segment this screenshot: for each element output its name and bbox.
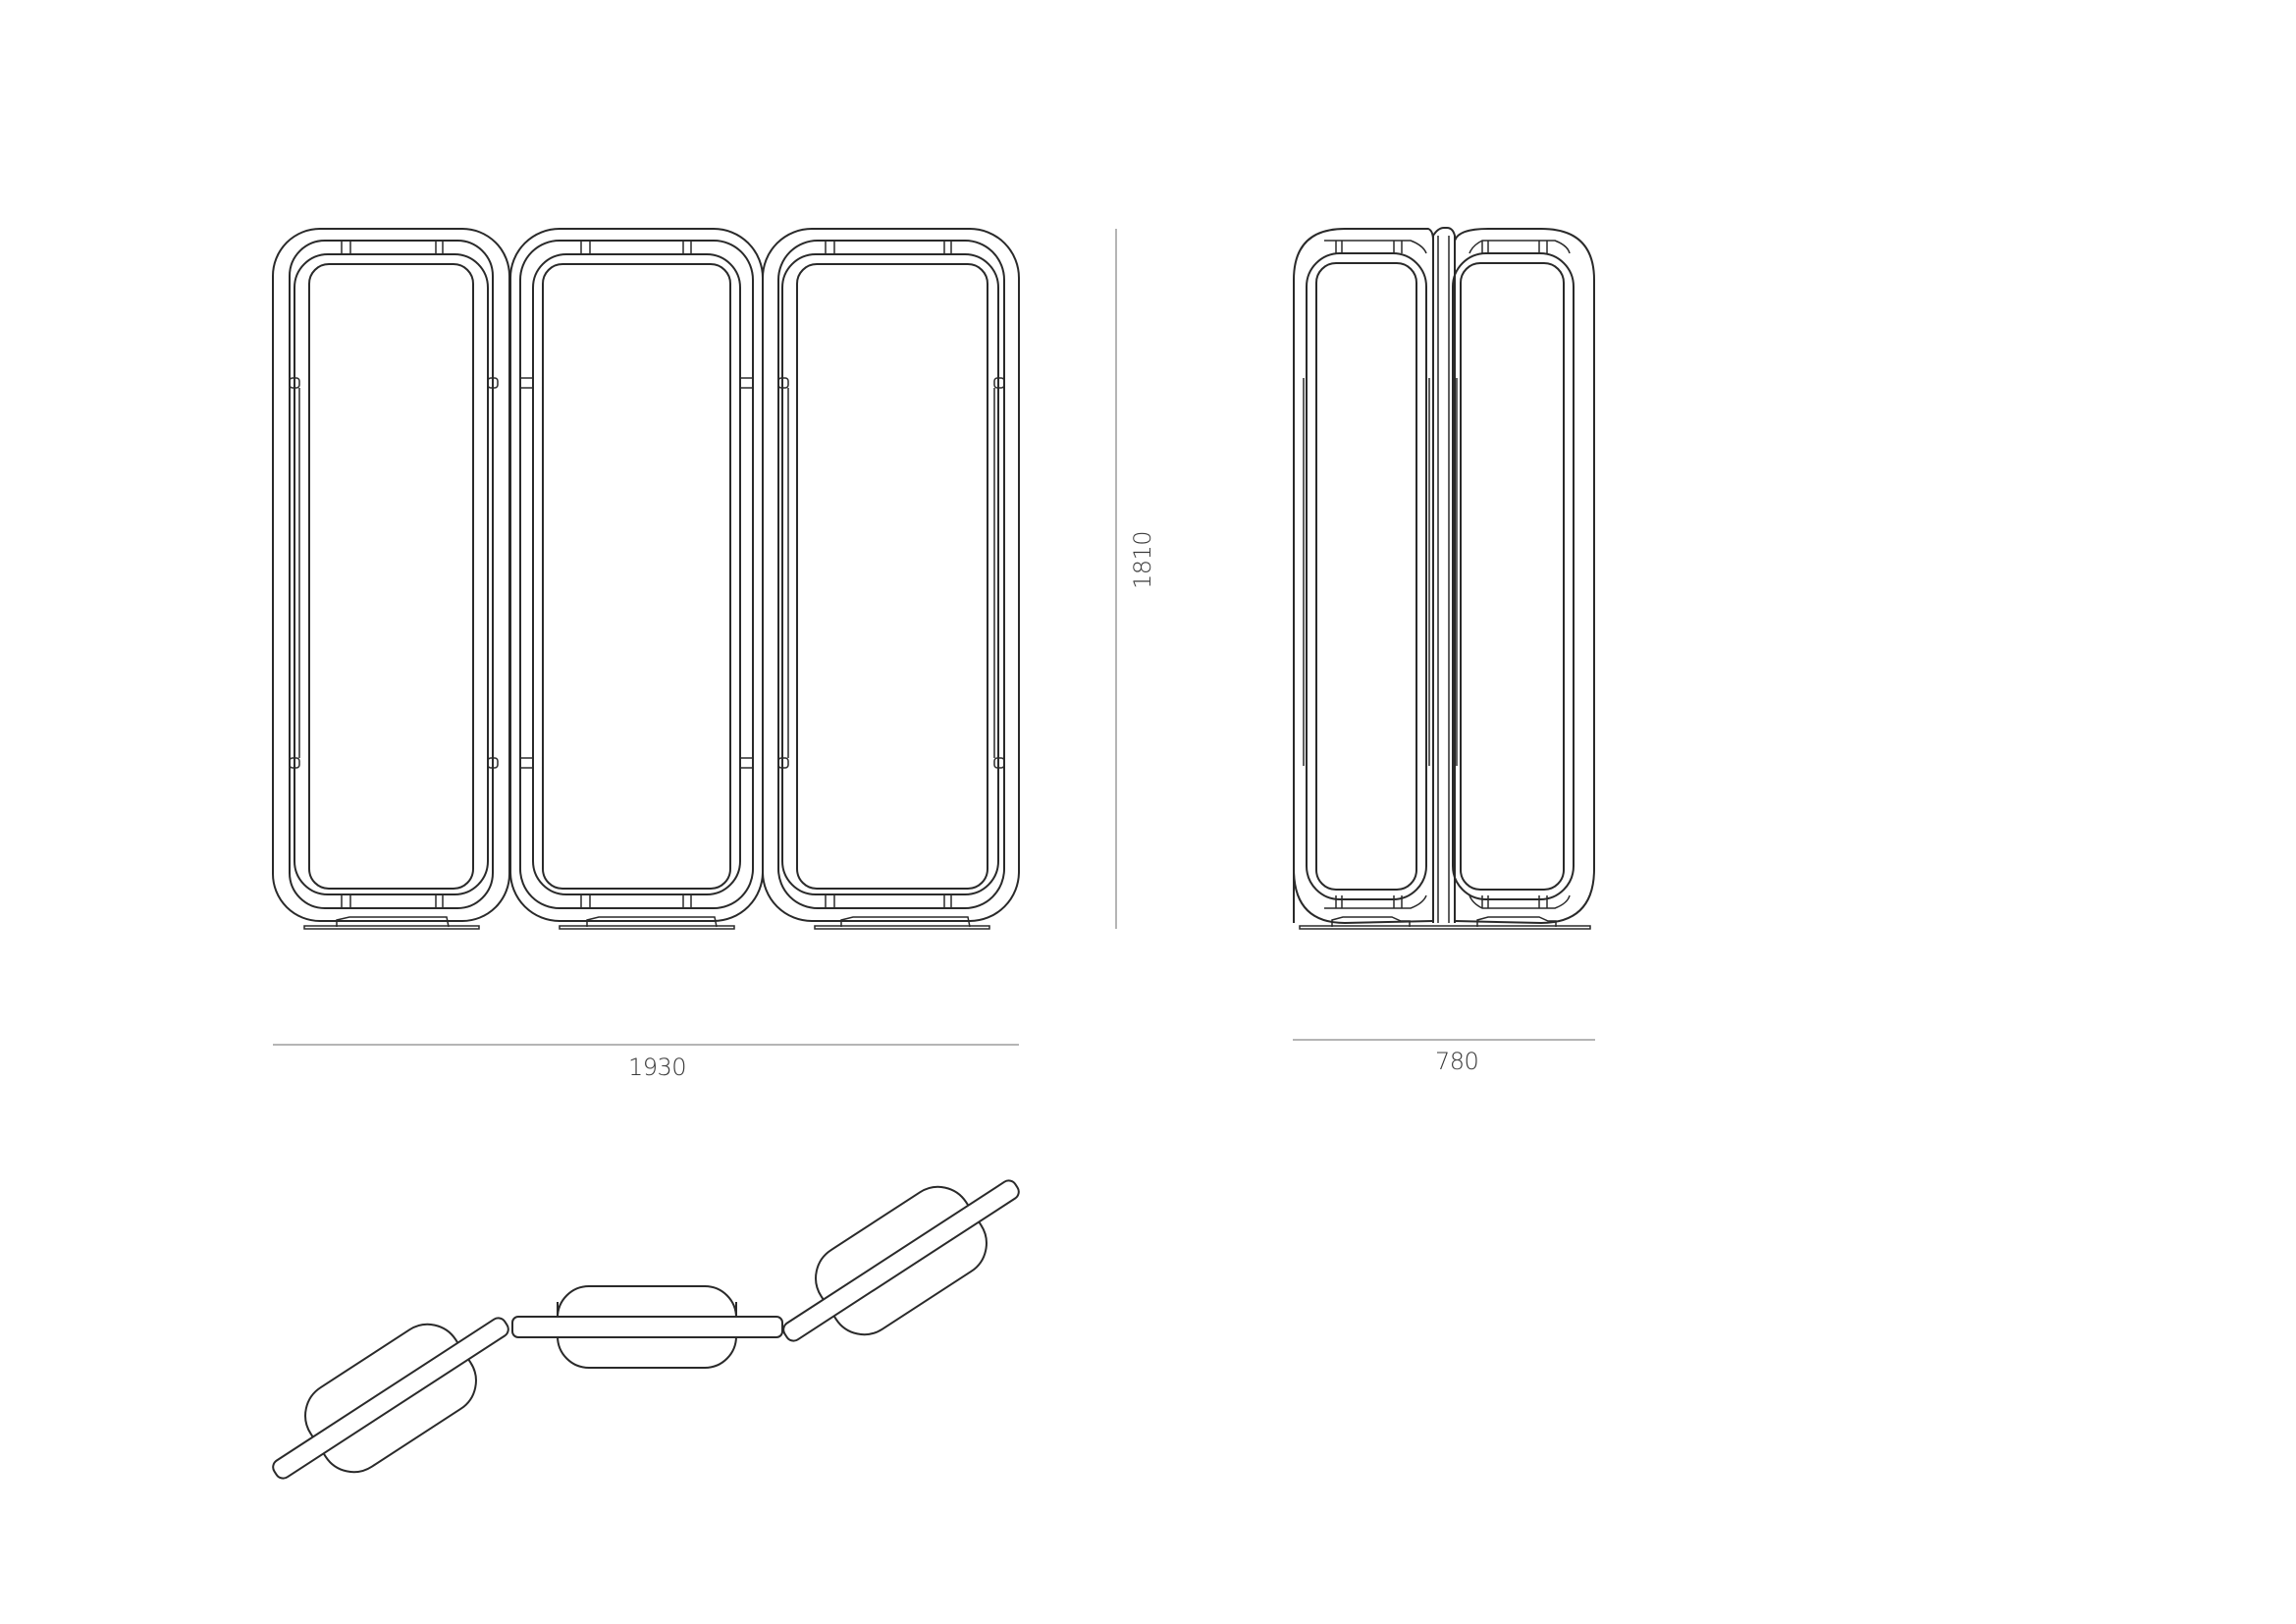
plan-panel-center	[511, 1285, 783, 1369]
front-panel-1	[272, 228, 510, 930]
side-elevation	[1293, 227, 1595, 930]
plan-panel-right	[782, 1179, 1020, 1342]
height-dimension-label: 1810	[1129, 530, 1156, 589]
side-panel-left	[1293, 228, 1434, 927]
side-base-plate	[1299, 925, 1591, 930]
front-elevation	[272, 228, 1020, 930]
front-panel-3	[762, 228, 1020, 930]
front-panel-2	[509, 228, 764, 930]
width-dimension-label: 1930	[628, 1054, 687, 1081]
plan-panel-left	[272, 1317, 509, 1480]
side-hinge	[1432, 227, 1456, 923]
depth-dimension-label: 780	[1435, 1048, 1479, 1075]
side-panel-right	[1452, 228, 1595, 927]
plan-view	[272, 1179, 1020, 1480]
